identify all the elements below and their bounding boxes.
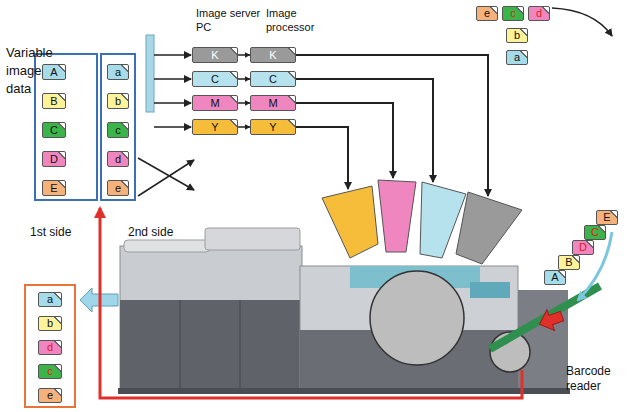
side-label: 2nd side — [128, 225, 173, 239]
tile-letter: c — [47, 366, 53, 377]
tile-letter: a — [115, 67, 121, 78]
sheet-tile: d — [38, 340, 62, 355]
data-tile: C — [42, 122, 66, 138]
side-frame: 2nd sideabcde — [100, 53, 136, 201]
drum — [370, 271, 464, 365]
channel-box: M — [192, 95, 238, 111]
data-arrows — [138, 55, 194, 196]
channel-box: K — [250, 47, 296, 63]
tile-letter: D — [50, 154, 58, 165]
data-tile: d — [107, 151, 129, 167]
tile-letter: Y — [269, 122, 276, 133]
tile-letter: d — [47, 342, 53, 353]
sheet-tile: a — [506, 50, 528, 65]
sheet-tile: C — [584, 225, 606, 240]
print-heads — [322, 180, 522, 264]
printer-body — [118, 228, 570, 394]
sheet-tile: c — [502, 6, 524, 21]
feed-arrow — [578, 232, 612, 300]
channel-box: K — [192, 47, 238, 63]
sheet-tile: e — [476, 6, 498, 21]
sheet-tile: D — [572, 240, 594, 255]
data-tile: a — [107, 64, 129, 80]
tile-letter: d — [536, 8, 542, 19]
side-label: 1st side — [30, 225, 71, 239]
tile-letter: Y — [211, 122, 218, 133]
sheet-tile: d — [528, 6, 550, 21]
data-tile: A — [42, 64, 66, 80]
head-feed-lines — [296, 55, 488, 196]
part-label: Barcode reader — [566, 364, 624, 394]
tile-letter: K — [269, 50, 276, 61]
output-arrow — [552, 8, 612, 36]
tile-letter: E — [50, 183, 57, 194]
tile-letter: A — [50, 67, 57, 78]
channel-arrow — [238, 102, 250, 104]
tile-letter: B — [50, 96, 57, 107]
tile-letter: C — [591, 227, 599, 238]
tile-letter: c — [115, 125, 121, 136]
tile-letter: c — [510, 8, 516, 19]
side-frame: 1st sideABCDE — [34, 53, 98, 201]
tile-letter: C — [50, 125, 58, 136]
channel-arrow — [238, 126, 250, 128]
tile-letter: E — [603, 212, 610, 223]
data-tile: e — [107, 180, 129, 196]
tile-letter: C — [269, 74, 277, 85]
tile-letter: e — [484, 8, 490, 19]
data-tile: b — [107, 93, 129, 109]
data-tile: E — [42, 180, 66, 196]
sheet-tile: c — [38, 364, 62, 379]
tile-letter: D — [579, 242, 587, 253]
data-tile: c — [107, 122, 129, 138]
data-bus — [146, 35, 154, 112]
data-tile: D — [42, 151, 66, 167]
sheet-tile: b — [506, 28, 528, 43]
tile-letter: M — [210, 98, 219, 109]
channel-box: Y — [192, 119, 238, 135]
sheet-tile: E — [596, 210, 618, 225]
channel-box: Y — [250, 119, 296, 135]
channel-arrow — [238, 78, 250, 80]
tile-letter: b — [514, 30, 520, 41]
tile-letter: b — [47, 318, 53, 329]
tile-letter: a — [47, 294, 53, 305]
sheet-tile: e — [38, 388, 62, 403]
column-heading: Image processor — [266, 6, 326, 34]
channel-box: C — [250, 71, 296, 87]
tile-letter: b — [115, 96, 121, 107]
tile-letter: e — [47, 390, 53, 401]
tile-letter: a — [514, 52, 520, 63]
channel-box: M — [250, 95, 296, 111]
column-heading: Image server PC — [196, 6, 264, 34]
sheet-tile: b — [38, 316, 62, 331]
sheet-tile: a — [38, 292, 62, 307]
output-frame: a b d c e — [24, 284, 76, 408]
data-label: Variable image data — [6, 44, 62, 98]
barcode-reader-arrow — [536, 306, 566, 335]
sheet-tile: B — [558, 255, 580, 270]
channel-arrow — [238, 54, 250, 56]
tile-letter: M — [268, 98, 277, 109]
data-tile: B — [42, 93, 66, 109]
tile-letter: e — [115, 183, 121, 194]
sheet-tile: A — [544, 270, 566, 285]
feedback-line — [100, 208, 522, 398]
tile-letter: B — [565, 257, 572, 268]
channel-box: C — [192, 71, 238, 87]
tile-letter: K — [211, 50, 218, 61]
tile-letter: C — [211, 74, 219, 85]
tile-letter: d — [115, 154, 121, 165]
tile-letter: A — [551, 272, 558, 283]
